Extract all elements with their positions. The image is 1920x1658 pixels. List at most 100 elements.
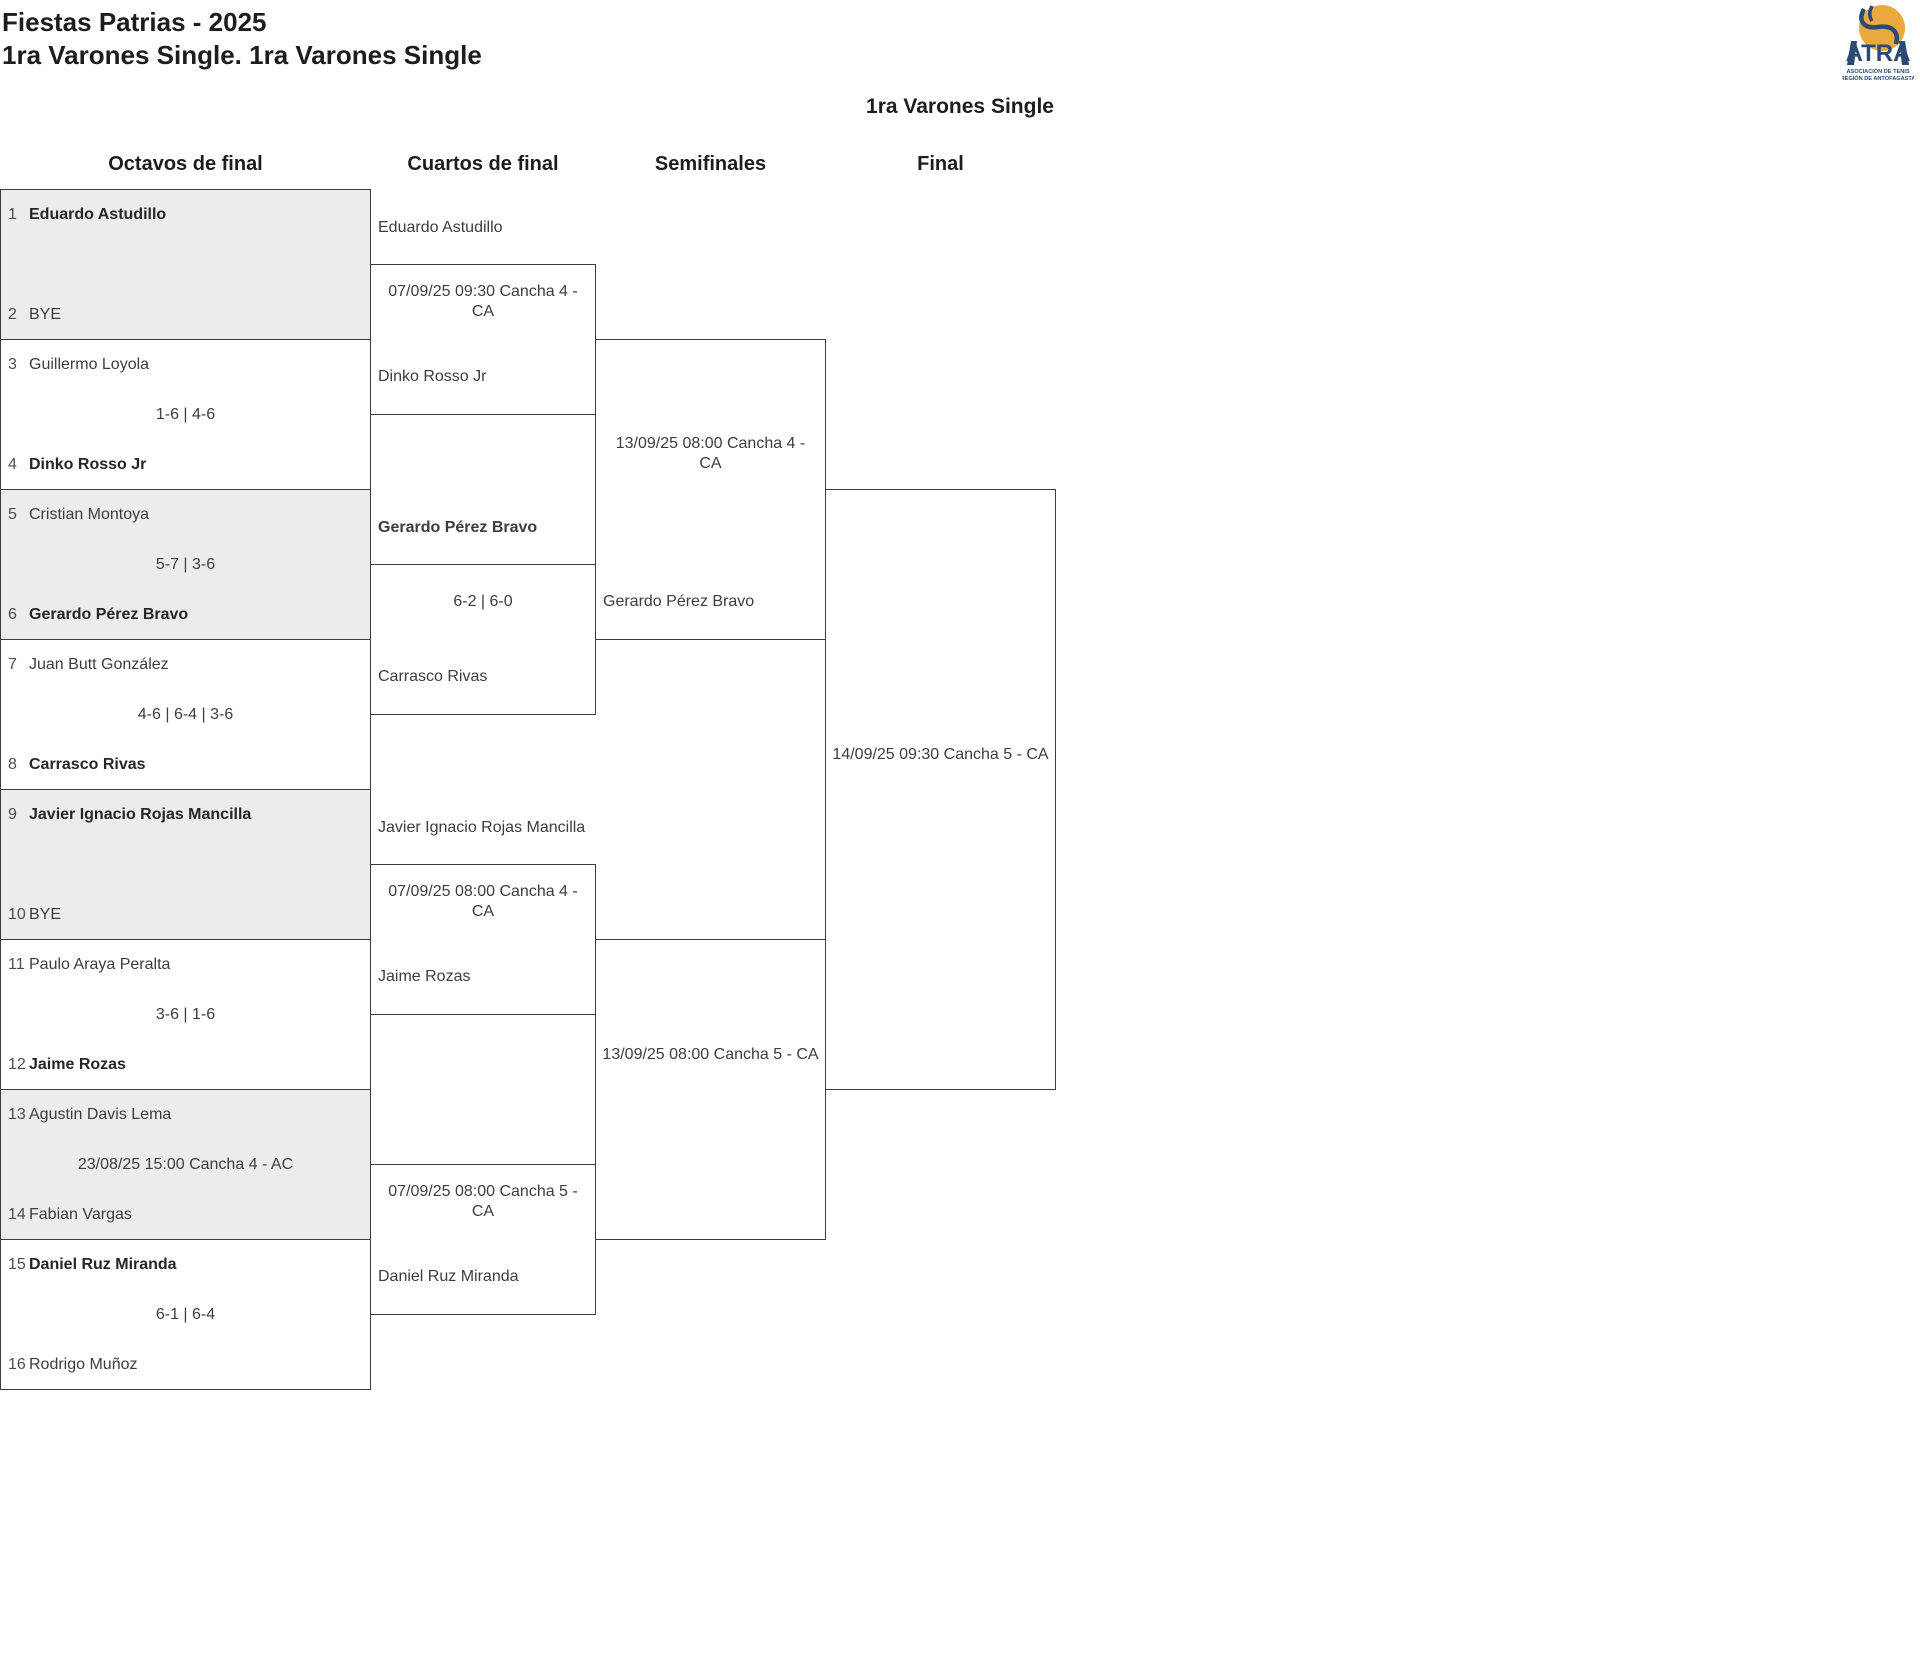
- seed-number: 12: [8, 1056, 26, 1073]
- player-name: Gerardo Pérez Bravo: [29, 606, 189, 623]
- player-name: BYE: [29, 306, 62, 323]
- player-row: 6 Gerardo Pérez Bravo: [8, 606, 188, 624]
- player-name: Dinko Rosso Jr: [29, 456, 147, 473]
- match-schedule: 07/09/25 08:00 Cancha 5 - CA: [388, 1183, 578, 1220]
- bracket-title: 1ra Varones Single: [866, 95, 1054, 118]
- match-schedule: 07/09/25 08:00 Cancha 4 - CA: [388, 883, 578, 920]
- player-name: Fabian Vargas: [29, 1206, 132, 1223]
- sf-match-1: 13/09/25 08:00 Cancha 4 - CA Gerardo Pér…: [595, 339, 826, 640]
- round-header-semifinales: Semifinales: [654, 153, 767, 175]
- player-name: Guillermo Loyola: [29, 356, 150, 373]
- seed-number: 16: [8, 1356, 26, 1373]
- player-name: BYE: [29, 906, 62, 923]
- r16-match-1: 1 Eduardo Astudillo 2 BYE: [0, 189, 371, 340]
- logo-caption-2: REGIÓN DE ANTOFAGASTA: [1842, 74, 1914, 82]
- seed-number: 13: [8, 1106, 26, 1123]
- player-row: 1 Eduardo Astudillo: [8, 206, 166, 224]
- round-header-cuartos: Cuartos de final: [407, 153, 559, 175]
- seed-number: 2: [8, 306, 17, 323]
- match-score: 5-7 | 3-6: [155, 556, 216, 573]
- seed-number: 3: [8, 356, 17, 373]
- qf-match-1: Eduardo Astudillo 07/09/25 09:30 Cancha …: [370, 219, 596, 415]
- match-score: 6-1 | 6-4: [155, 1306, 216, 1323]
- match-score: 1-6 | 4-6: [155, 406, 216, 423]
- seed-number: 8: [8, 756, 17, 773]
- player-name: Eduardo Astudillo: [378, 219, 503, 236]
- player-name: Paulo Araya Peralta: [29, 956, 171, 973]
- ball-seam-icon: [1859, 7, 1899, 45]
- qf-match-4: 07/09/25 08:00 Cancha 5 - CA Daniel Ruz …: [370, 1164, 596, 1315]
- qf-match-3: Javier Ignacio Rojas Mancilla 07/09/25 0…: [370, 819, 596, 1015]
- ball-seam2-icon: [1868, 5, 1874, 22]
- player-name: Juan Butt González: [29, 656, 169, 673]
- player-name: Agustin Davis Lema: [29, 1106, 172, 1123]
- seed-number: 9: [8, 806, 17, 823]
- match-score: 4-6 | 6-4 | 3-6: [137, 706, 234, 723]
- page-title: Fiestas Patrias - 2025: [2, 7, 267, 37]
- player-row: 3 Guillermo Loyola: [8, 356, 149, 374]
- seed-number: 5: [8, 506, 17, 523]
- player-row: 2 BYE: [8, 306, 61, 324]
- match-schedule: 23/08/25 15:00 Cancha 4 - AC: [77, 1156, 294, 1173]
- player-name: Daniel Ruz Miranda: [378, 1268, 519, 1285]
- player-row: 5 Cristian Montoya: [8, 506, 149, 524]
- atra-logo: ATRA ASOCIACIÓN DE TENIS REGIÓN DE ANTOF…: [1841, 2, 1915, 86]
- player-name: Rodrigo Muñoz: [29, 1356, 138, 1373]
- player-name: Javier Ignacio Rojas Mancilla: [378, 819, 586, 836]
- match-schedule: 07/09/25 09:30 Cancha 4 - CA: [388, 283, 578, 320]
- r16-match-2: 3 Guillermo Loyola 1-6 | 4-6 4 Dinko Rosso…: [0, 339, 371, 490]
- seed-number: 11: [8, 956, 25, 973]
- qf-match-2: Gerardo Pérez Bravo 6-2 | 6-0 Carrasco R…: [370, 519, 596, 715]
- seed-number: 15: [8, 1256, 26, 1273]
- seed-number: 4: [8, 456, 17, 473]
- player-name: Eduardo Astudillo: [29, 206, 167, 223]
- match-score: 3-6 | 1-6: [155, 1006, 216, 1023]
- seed-number: 7: [8, 656, 17, 673]
- player-name: Carrasco Rivas: [378, 668, 488, 685]
- player-name: Dinko Rosso Jr: [378, 368, 487, 385]
- seed-number: 1: [8, 206, 17, 223]
- r16-match-4: 7 Juan Butt González 4-6 | 6-4 | 3-6 8 Car…: [0, 639, 371, 790]
- seed-number: 6: [8, 606, 17, 623]
- player-row: 4 Dinko Rosso Jr: [8, 456, 146, 474]
- final-match: 14/09/25 09:30 Cancha 5 - CA: [825, 489, 1056, 1090]
- sf-match-2: 13/09/25 08:00 Cancha 5 - CA: [595, 939, 826, 1240]
- r16-match-3: 5 Cristian Montoya 5-7 | 3-6 6 Gerardo Pér…: [0, 489, 371, 640]
- player-row: 9 Javier Ignacio Rojas Mancilla: [8, 806, 251, 824]
- logo-left-bar: [1847, 41, 1857, 65]
- player-name: Gerardo Pérez Bravo: [603, 593, 755, 610]
- match-schedule: 13/09/25 08:00 Cancha 5 - CA: [602, 1046, 819, 1063]
- atra-logo-graphic: ATRA ASOCIACIÓN DE TENIS REGIÓN DE ANTOF…: [1841, 5, 1915, 82]
- seed-number: 10: [8, 906, 26, 923]
- round-header-final: Final: [917, 153, 964, 175]
- logo-caption-1: ASOCIACIÓN DE TENIS: [1846, 67, 1909, 75]
- player-name: Gerardo Pérez Bravo: [378, 519, 538, 536]
- player-row: 8 Carrasco Rivas: [8, 756, 146, 774]
- player-name: Daniel Ruz Miranda: [29, 1256, 177, 1273]
- match-schedule: 14/09/25 09:30 Cancha 5 - CA: [832, 746, 1049, 763]
- page-subtitle: 1ra Varones Single. 1ra Varones Single: [2, 40, 482, 70]
- match-score: 6-2 | 6-0: [453, 593, 513, 610]
- logo-acronym: ATRA: [1846, 40, 1911, 67]
- player-name: Carrasco Rivas: [29, 756, 146, 773]
- player-name: Cristian Montoya: [29, 506, 150, 523]
- player-name: Jaime Rozas: [29, 1056, 126, 1073]
- player-row: 7 Juan Butt González: [8, 656, 169, 674]
- seed-number: 14: [8, 1206, 26, 1223]
- player-name: Javier Ignacio Rojas Mancilla: [29, 806, 252, 823]
- match-schedule: 13/09/25 08:00 Cancha 4 - CA: [615, 435, 806, 472]
- player-name: Jaime Rozas: [378, 968, 471, 985]
- round-header-octavos: Octavos de final: [108, 153, 263, 175]
- logo-right-bar: [1899, 41, 1909, 65]
